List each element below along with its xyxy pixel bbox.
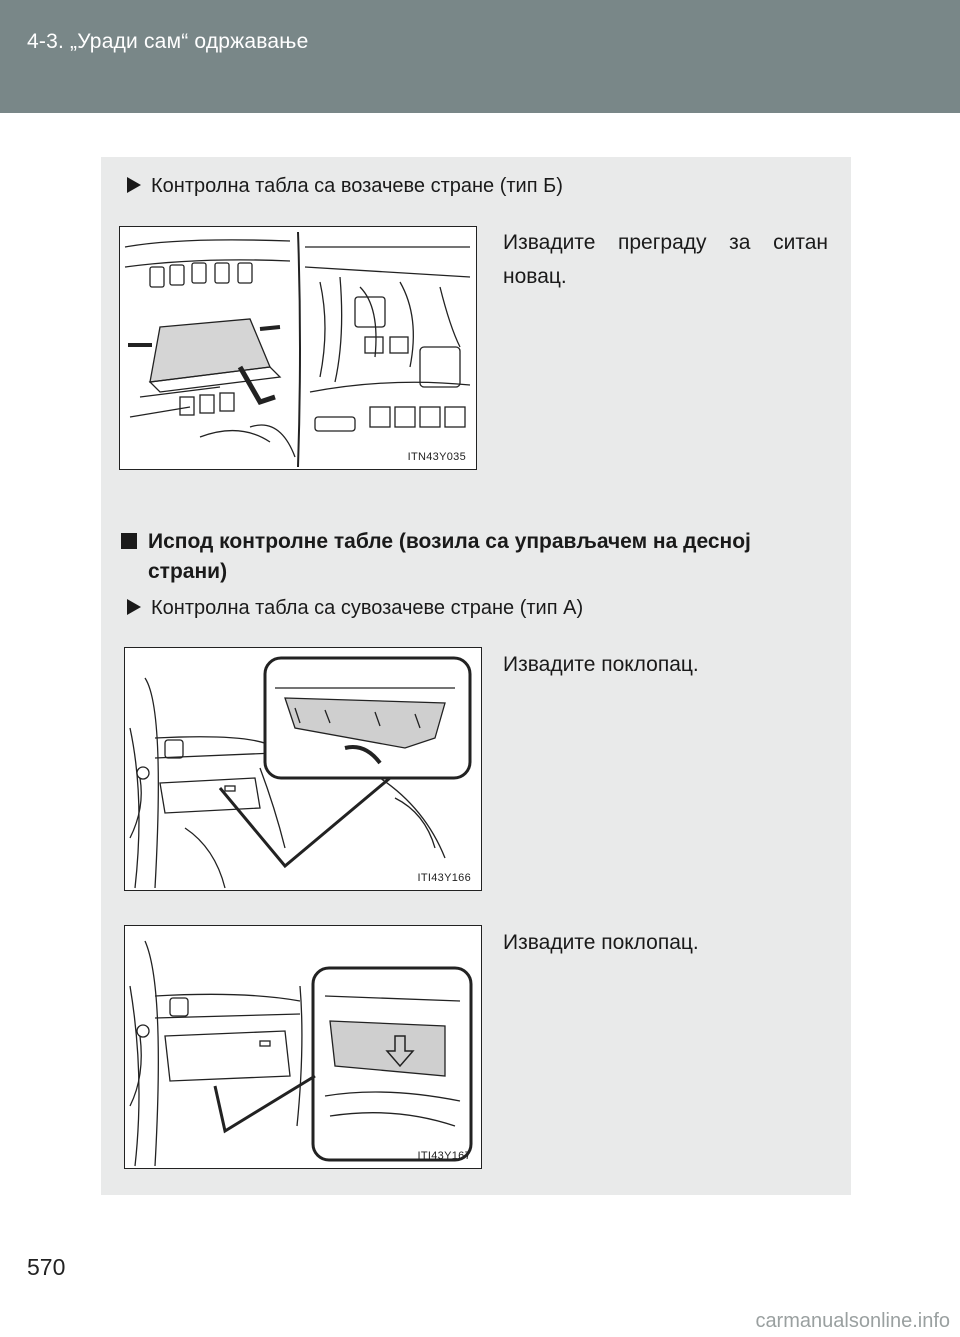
- cover-illustration-2: [129, 940, 473, 1167]
- figure-coin-box: ITN43Y035: [119, 226, 477, 470]
- bullet-triangle-icon: [127, 599, 141, 615]
- bullet-triangle-icon: [127, 177, 141, 193]
- bullet-driver-panel-type-b: Контролна табла са возачеве стране (тип …: [127, 175, 563, 198]
- coin-box-illustration: [124, 231, 471, 468]
- instruction-remove-cover-2: Извадите поклопац.: [503, 931, 699, 954]
- page-number: 570: [27, 1254, 66, 1280]
- section-heading: Испод контролне табле (возила са управља…: [121, 527, 821, 587]
- page-header: 4-3. „Уради сам“ одржавање: [0, 0, 960, 113]
- chapter-title: 4-3. „Уради сам“ одржавање: [27, 30, 309, 53]
- figure-cover-lower: ITI43Y167: [124, 925, 482, 1169]
- figure-code: ITI43Y166: [417, 872, 471, 884]
- section-square-icon: [121, 533, 137, 549]
- instruction-remove-coin-box: Извадите преграду за ситан новац.: [503, 231, 828, 288]
- cover-illustration-1: [129, 656, 472, 889]
- figure-code: ITN43Y035: [407, 451, 466, 463]
- bullet-passenger-panel-type-a: Контролна табла са сувозачеве стране (ти…: [127, 597, 583, 620]
- instruction-remove-cover-1: Извадите поклопац.: [503, 653, 699, 676]
- watermark: carmanualsonline.info: [755, 1310, 950, 1332]
- figure-code: ITI43Y167: [417, 1150, 471, 1162]
- figure-cover-passenger-side: ITI43Y166: [124, 647, 482, 891]
